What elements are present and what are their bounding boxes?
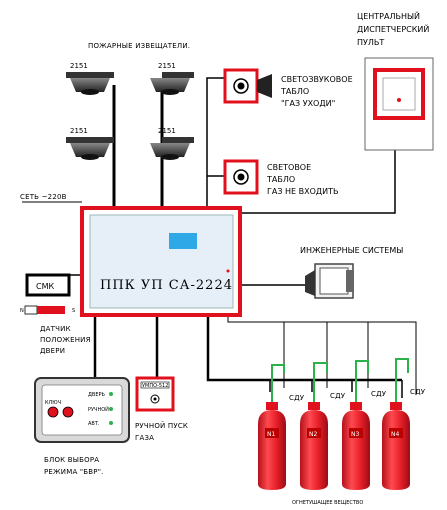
- engineering-label: ИНЖЕНЕРНЫЕ СИСТЕМЫ: [300, 246, 403, 255]
- detector-2: 2151: [150, 62, 194, 95]
- panel-label: ППК УП СА-2224: [100, 278, 233, 293]
- detector-label: 2151: [158, 127, 176, 135]
- door-sensor: СМК N S ДАТЧИК ПОЛОЖЕНИЯ ДВЕРИ: [20, 273, 91, 355]
- sign-gas-leave: СВЕТОЗВУКОВОЕ ТАБЛО "ГАЗ УХОДИ": [223, 68, 353, 108]
- agent-label: ОГНЕТУШАЩЕЕ ВЕЩЕСТВО: [292, 500, 363, 506]
- central-console: ЦЕНТРАЛЬНЫЙ ДИСПЕТЧЕРСКИЙ ПУЛЬТ: [357, 10, 434, 151]
- detector-label: 2151: [158, 62, 176, 70]
- smk-label: СМК: [36, 282, 54, 291]
- sign1-label: "ГАЗ УХОДИ": [281, 99, 335, 108]
- selector-auto-label: АВТ.: [88, 421, 100, 427]
- sign2-label: ТАБЛО: [266, 175, 295, 184]
- mode-selector: КЛЮЧ ДВЕРЬ РУЧНОЙ АВТ. БЛОК ВЫБОРА РЕЖИМ…: [34, 377, 130, 476]
- detector-4: 2151: [150, 127, 194, 160]
- console-label: ДИСПЕТЧЕРСКИЙ: [357, 23, 429, 34]
- selector-door-label: ДВЕРЬ: [88, 392, 106, 398]
- manual-device-label: УМПО-512: [142, 383, 168, 389]
- engineering-systems: ИНЖЕНЕРНЫЕ СИСТЕМЫ: [300, 246, 403, 299]
- fire-detectors: ПОЖАРНЫЕ ИЗВЕЩАТЕЛИ. 2151 2151 2151 2151: [66, 42, 194, 160]
- panel-display: [169, 233, 197, 249]
- cylinder-label: N1: [267, 431, 275, 438]
- selector-label: РЕЖИМА "БВР".: [44, 468, 104, 476]
- main-control-panel: ППК УП СА-2224: [80, 206, 242, 317]
- selector-key-label: КЛЮЧ: [45, 400, 61, 406]
- door-sensor-label: ДАТЧИК: [40, 325, 71, 333]
- cylinder-label: N2: [309, 431, 317, 438]
- cylinder-1: N1: [258, 402, 286, 490]
- cylinder-3: N3: [342, 402, 370, 490]
- cylinder-label: N3: [351, 431, 359, 438]
- sign2-label: ГАЗ НЕ ВХОДИТЬ: [267, 187, 339, 196]
- manual-label: ГАЗА: [135, 434, 154, 442]
- selector-label: БЛОК ВЫБОРА: [44, 456, 99, 464]
- console-label: ЦЕНТРАЛЬНЫЙ: [357, 10, 420, 21]
- sign-gas-no-entry: СВЕТОВОЕ ТАБЛО ГАЗ НЕ ВХОДИТЬ: [223, 159, 339, 196]
- sign2-label: СВЕТОВОЕ: [267, 163, 311, 172]
- gas-cylinders: N1 N2 N3 N4: [258, 402, 410, 490]
- door-sensor-label: ПОЛОЖЕНИЯ: [40, 336, 91, 344]
- detector-3: 2151: [66, 127, 114, 160]
- mains-label: СЕТЬ ~220В: [20, 193, 67, 201]
- manual-label: РУЧНОЙ ПУСК: [135, 421, 188, 430]
- sign1-label: СВЕТОЗВУКОВОЕ: [281, 75, 353, 84]
- sdu-label: СДУ: [289, 394, 305, 402]
- switch-n-label: N: [20, 308, 24, 314]
- sdu-label: СДУ: [371, 390, 387, 398]
- console-label: ПУЛЬТ: [357, 38, 384, 47]
- door-sensor-label: ДВЕРИ: [40, 347, 65, 355]
- switch-s-label: S: [72, 308, 75, 314]
- sdu-label: СДУ: [410, 388, 426, 396]
- selector-manual-label: РУЧНОЙ: [88, 406, 109, 413]
- sdu-label: СДУ: [330, 392, 346, 400]
- sdu-labels: СДУ СДУ СДУ СДУ: [289, 388, 426, 402]
- gas-pipes: [271, 358, 409, 405]
- wiring: [22, 77, 417, 398]
- manual-gas-start: УМПО-512 РУЧНОЙ ПУСК ГАЗА: [135, 376, 188, 442]
- cylinder-2: N2: [300, 402, 328, 490]
- cylinder-label: N4: [391, 431, 399, 438]
- detector-label: 2151: [70, 127, 88, 135]
- detector-label: 2151: [70, 62, 88, 70]
- fire-detectors-label: ПОЖАРНЫЕ ИЗВЕЩАТЕЛИ.: [88, 42, 190, 50]
- speaker-icon: [257, 74, 272, 98]
- sign1-label: ТАБЛО: [280, 87, 309, 96]
- cylinder-4: N4: [382, 402, 410, 490]
- detector-1: 2151: [66, 62, 114, 95]
